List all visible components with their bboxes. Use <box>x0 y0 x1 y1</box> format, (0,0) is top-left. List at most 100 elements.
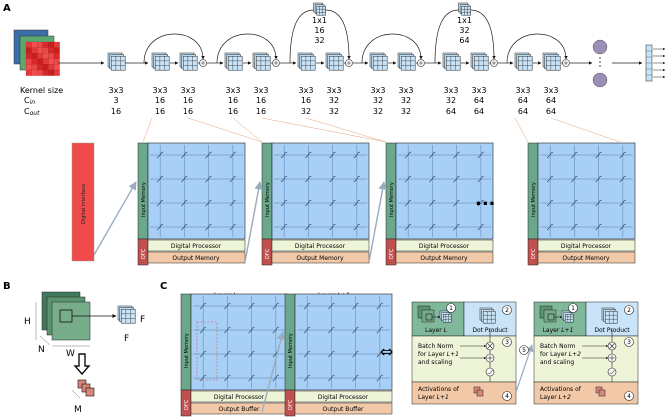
memristor-cell <box>404 223 412 231</box>
memristor-cell <box>224 302 231 310</box>
layer-kernel-icon <box>514 52 533 71</box>
memristor-cell <box>229 175 237 183</box>
input-pixel <box>37 47 43 54</box>
memristor-cell <box>328 326 335 334</box>
crossbar-array <box>395 142 494 240</box>
memristor-cell <box>595 199 602 207</box>
dim-n: N <box>38 345 45 355</box>
memristor-cell <box>305 151 312 159</box>
digital-interface: Digital Interface <box>71 142 95 262</box>
kernel-size-label: Kernel size <box>20 86 63 95</box>
input-pixel <box>48 69 55 76</box>
layer-cout: 64 <box>474 107 484 116</box>
memristor-cell <box>477 199 485 207</box>
input-pixel <box>31 53 38 59</box>
step-marker <box>624 305 634 315</box>
layer-cin: 32 <box>329 96 339 105</box>
batch-norm-line2: for Layer L+1 <box>418 351 459 358</box>
layer-cout: 64 <box>546 107 556 116</box>
step-number: 1 <box>571 305 575 312</box>
memristor-cell <box>328 350 335 358</box>
layer-kernel-icon <box>369 52 388 71</box>
input-pixel <box>42 64 49 71</box>
memristor-cell <box>353 223 361 231</box>
memristor-cell <box>571 175 578 183</box>
layer-kernel-icon <box>224 52 243 71</box>
layer-cout: 16 <box>111 107 121 116</box>
activation-line1: Activations of <box>540 386 582 393</box>
memristor-cell <box>376 302 384 310</box>
step-marker <box>502 337 512 347</box>
step-marker <box>568 303 578 313</box>
kernel-icon <box>439 310 452 323</box>
input-pixel <box>42 47 49 54</box>
dim-f2: F <box>124 334 129 344</box>
layer-kernel-icon <box>325 52 344 71</box>
digital-processor-label: Digital Processor <box>214 394 265 401</box>
activation-box <box>533 381 639 405</box>
layer-kernel-size: 3x3 <box>371 86 386 95</box>
batch-norm-box <box>411 335 517 383</box>
cout-label: Cout <box>24 107 40 117</box>
input-pixel <box>37 64 43 71</box>
input-pixel <box>37 58 43 65</box>
memristor-cell <box>353 175 361 183</box>
input-pixel <box>42 41 49 48</box>
memristor-cell <box>546 175 554 183</box>
memristor-cell <box>272 326 280 334</box>
cin-label: Cin <box>24 96 35 106</box>
batch-norm-line3: and scaling <box>418 359 452 366</box>
crossbar-array <box>537 142 636 240</box>
memristor-cell <box>248 302 255 310</box>
memristor-cell <box>280 151 288 159</box>
layer-cout: 64 <box>446 107 456 116</box>
activation-line1: Activations of <box>418 386 460 393</box>
memristor-cell <box>571 223 578 231</box>
step-number: 3 <box>505 339 509 346</box>
skip-cin: 16 <box>314 26 324 35</box>
dim-h: H <box>24 317 31 327</box>
layer-cin: 16 <box>301 96 311 105</box>
memristor-cell <box>328 374 335 382</box>
memristor-cell <box>199 350 207 358</box>
memristor-cell <box>404 175 412 183</box>
memristor-cell <box>248 350 255 358</box>
input-pixel <box>53 69 60 76</box>
dot-product-icon <box>479 307 496 324</box>
layer-cin: 16 <box>228 96 238 105</box>
memristor-cell <box>224 326 231 334</box>
skip-cin: 32 <box>459 26 469 35</box>
input-pixel <box>31 69 38 76</box>
input-memory-label: Input Memory <box>184 333 190 368</box>
layer-kernel-icon <box>252 52 271 71</box>
memristor-cell <box>280 175 288 183</box>
step-number: 2 <box>627 307 631 314</box>
panel-b-kernel <box>117 305 136 324</box>
input-pixel <box>37 41 43 48</box>
memristor-cell <box>224 374 231 382</box>
memristor-cell <box>353 199 361 207</box>
input-pixel <box>31 64 38 71</box>
output-memory <box>395 251 494 264</box>
input-pixel <box>53 58 60 65</box>
layer-cout: 16 <box>256 107 266 116</box>
crossbar-array <box>147 142 246 240</box>
memristor-cell <box>429 199 436 207</box>
output-memory <box>147 251 246 264</box>
memristor-cell <box>329 175 336 183</box>
memristor-cell <box>303 326 311 334</box>
layer-cout: 16 <box>155 107 165 116</box>
memristor-cell <box>595 151 602 159</box>
memristor-cell <box>181 151 188 159</box>
memristor-cell <box>303 350 311 358</box>
step-marker <box>624 391 634 401</box>
memristor-cell <box>181 223 188 231</box>
layer-label: Layer L+1 <box>543 327 574 334</box>
input-pixel <box>48 47 55 54</box>
memristor-cell <box>329 223 336 231</box>
input-pixel <box>25 47 32 54</box>
output-memory <box>537 251 636 264</box>
